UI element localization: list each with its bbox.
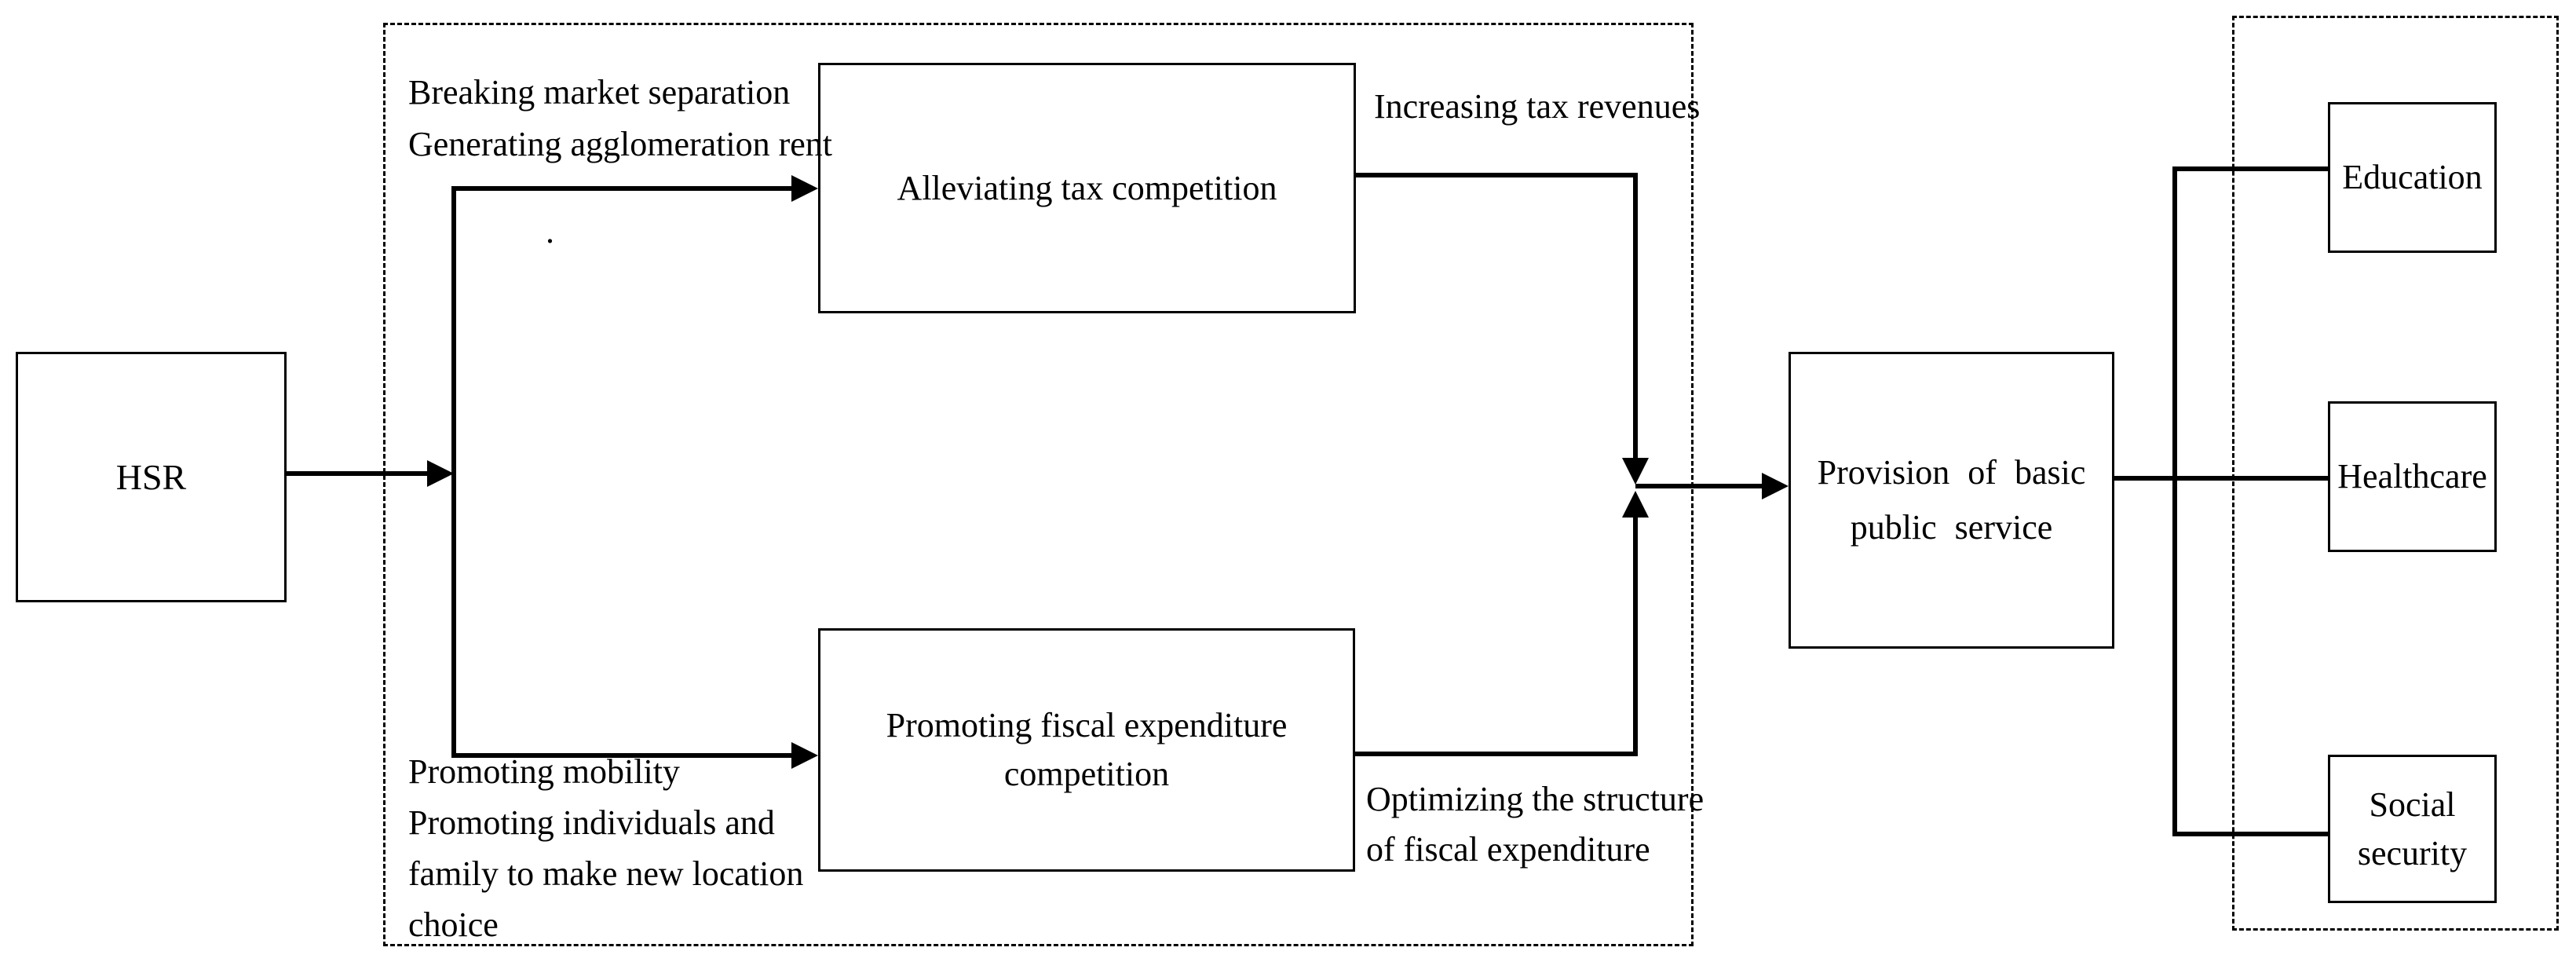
increasing-tax-revenues-label: Increasing tax revenues: [1374, 87, 1701, 126]
education-connector-line: [2172, 166, 2328, 171]
merge-up-line: [1633, 518, 1638, 756]
bottom-branch-arrow-line: [451, 753, 791, 758]
bottom-mechanisms-line1: Promoting mobility: [408, 752, 680, 791]
stray-dot: .: [546, 212, 554, 251]
provision-line2: public service: [1850, 508, 2053, 547]
alleviating-tax-competition-box: Alleviating tax competition: [818, 63, 1356, 313]
top-branch-arrowhead-icon: [791, 175, 818, 202]
education-box: Education: [2328, 102, 2497, 253]
services-dashed-container: [2232, 16, 2559, 931]
top-mechanisms-line2: Generating agglomeration rent: [408, 125, 833, 163]
alleviating-tax-competition-label: Alleviating tax competition: [897, 168, 1277, 207]
bottom-mechanisms-line4: choice: [408, 905, 499, 944]
hsr-arrowhead-icon: [427, 460, 454, 487]
healthcare-box: Healthcare: [2328, 401, 2497, 552]
merge-down-line: [1633, 173, 1638, 458]
hsr-to-branch-arrow-line: [287, 471, 429, 476]
bottom-mechanisms-line2: Promoting individuals and: [408, 803, 775, 842]
promoting-fiscal-expenditure-box: Promoting fiscal expenditure competition: [818, 628, 1355, 872]
hsr-box: HSR: [16, 352, 287, 602]
top-mechanisms-label: Breaking market separation Generating ag…: [408, 67, 832, 170]
hsr-label: HSR: [115, 456, 187, 497]
alleviating-out-line: [1356, 173, 1638, 177]
top-branch-arrow-line: [451, 186, 791, 191]
provision-arrowhead-icon: [1762, 473, 1789, 499]
optimizing-structure-label: Optimizing the structure of fiscal expen…: [1366, 774, 1704, 875]
promoting-fiscal-expenditure-line2: competition: [1003, 755, 1170, 793]
left-branch-line: [451, 186, 456, 758]
bottom-mechanisms-label: Promoting mobility Promoting individuals…: [408, 746, 803, 950]
social-security-line1: Social: [2369, 785, 2456, 824]
provision-basic-public-service-box: Provision of basic public service: [1789, 352, 2114, 649]
education-label: Education: [2342, 158, 2483, 196]
merge-down-arrowhead-icon: [1622, 458, 1649, 485]
bottom-mechanisms-line3: family to make new location: [408, 854, 804, 893]
bottom-branch-arrowhead-icon: [791, 742, 818, 769]
optimizing-structure-line1: Optimizing the structure: [1366, 780, 1705, 818]
optimizing-structure-line2: of fiscal expenditure: [1366, 830, 1650, 869]
promoting-out-line: [1355, 752, 1638, 756]
healthcare-label: Healthcare: [2337, 457, 2487, 496]
merge-to-provision-arrow-line: [1635, 484, 1762, 488]
right-branch-line: [2172, 166, 2177, 836]
promoting-fiscal-expenditure-line1: Promoting fiscal expenditure: [886, 706, 1288, 744]
provision-to-healthcare-line: [2114, 476, 2328, 481]
social-security-connector-line: [2172, 832, 2328, 836]
provision-line1: Provision of basic: [1817, 453, 2086, 492]
merge-up-arrowhead-icon: [1622, 491, 1649, 518]
social-security-line2: security: [2357, 833, 2468, 872]
social-security-box: Social security: [2328, 755, 2497, 903]
top-mechanisms-line1: Breaking market separation: [408, 73, 791, 112]
